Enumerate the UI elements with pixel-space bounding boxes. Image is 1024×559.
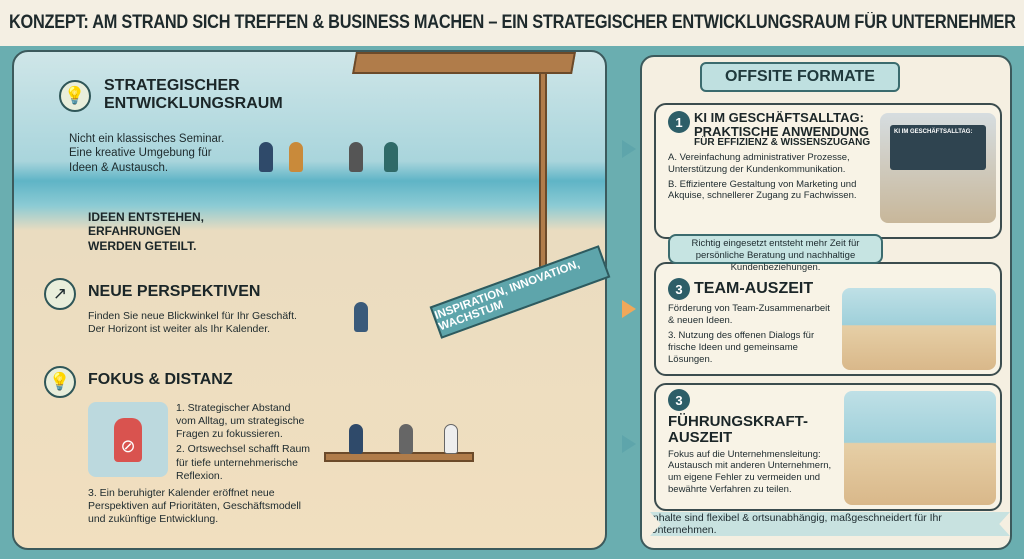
text-line: Eine kreative Umgebung für — [69, 147, 212, 160]
person-illustration — [259, 142, 273, 172]
format-card-leadership: 3 FÜHRUNGSKRAFT- AUSZEIT Fokus auf die U… — [654, 383, 1002, 511]
card-list-item: Förderung von Team-Zusammenarbeit & neue… — [668, 303, 830, 326]
card-title-line2: AUSZEIT — [668, 428, 733, 446]
card-title-block: FÜHRUNGSKRAFT- AUSZEIT — [668, 414, 836, 446]
format-card-ai: 1 KI IM GESCHÄFTSALLTAG: PRAKTISCHE ANWE… — [654, 103, 1002, 239]
person-illustration — [444, 424, 458, 454]
card-text-column: 1 KI IM GESCHÄFTSALLTAG: PRAKTISCHE ANWE… — [668, 111, 873, 202]
card-list-item: A. Vereinfachung administrativer Prozess… — [668, 151, 850, 175]
card-text-column: 3 TEAM-AUSZEIT Förderung von Team-Zusamm… — [668, 278, 833, 365]
card-text-column: 3 FÜHRUNGSKRAFT- AUSZEIT Fokus auf die U… — [668, 389, 836, 496]
arrow-to-card-3 — [622, 435, 636, 453]
lightbulb-icon: 💡 — [44, 366, 76, 398]
card-title-line1: FÜHRUNGSKRAFT- — [668, 413, 808, 430]
card-list-item: B. Effizientere Gestaltung von Marketing… — [668, 178, 857, 202]
offsite-formats-panel: 1 KI IM GESCHÄFTSALLTAG: PRAKTISCHE ANWE… — [640, 55, 1012, 550]
format-card-team: 3 TEAM-AUSZEIT Förderung von Team-Zusamm… — [654, 262, 1002, 376]
no-entry-icon: ⊘ — [114, 417, 142, 462]
card-title-line2: PRAKTISCHE ANWENDUNG — [694, 123, 870, 139]
person-illustration — [399, 424, 413, 454]
section-text: Nicht ein klassisches Seminar. Eine krea… — [69, 132, 224, 175]
beach-hut-post-illustration — [539, 72, 547, 272]
section-heading-line2: ENTWICKLUNGSRAUM — [104, 95, 283, 112]
text-line: Ideen & Austausch. — [69, 161, 169, 174]
person-illustration — [384, 142, 398, 172]
offsite-formats-header: OFFSITE FORMATE — [700, 62, 900, 92]
card-title-row: 3 TEAM-AUSZEIT — [668, 278, 833, 300]
section-heading: NEUE PERSPEKTIVEN — [88, 283, 261, 300]
focus-list-item: 3. Ein beruhigter Kalender eröffnet neue… — [88, 486, 302, 525]
focus-list: ⊘ 1. Strategischer Abstand vom Alltag, u… — [88, 402, 313, 528]
card-title-line1: KI IM GESCHÄFTSALLTAG: — [694, 110, 864, 125]
leadership-meeting-illustration — [844, 391, 996, 505]
card-number-badge: 3 — [668, 389, 690, 411]
highlight-text: IDEEN ENTSTEHEN, ERFAHRUNGEN WERDEN GETE… — [88, 210, 204, 253]
team-workshop-illustration — [842, 288, 996, 370]
card-title: TEAM-AUSZEIT — [694, 279, 814, 297]
card-number-badge: 1 — [668, 111, 690, 133]
person-illustration — [289, 142, 303, 172]
ai-meeting-illustration: KI IM GESCHÄFTSALLTAG: — [880, 113, 996, 223]
growth-arrow-icon: ↗ — [44, 278, 76, 310]
section-heading-line1: STRATEGISCHER — [104, 77, 240, 94]
callout-bubble: Richtig eingesetzt entsteht mehr Zeit fü… — [668, 234, 883, 273]
section-text: Finden Sie neue Blickwinkel für Ihr Gesc… — [88, 310, 297, 336]
text-line: Der Horizont ist weiter als Ihr Kalender… — [88, 323, 271, 336]
text-line: Finden Sie neue Blickwinkel für Ihr Gesc… — [88, 310, 297, 322]
text-line: IDEEN ENTSTEHEN, — [88, 210, 205, 224]
lightbulb-icon: 💡 — [59, 80, 91, 112]
card-title-block: KI IM GESCHÄFTSALLTAG: PRAKTISCHE ANWEND… — [694, 111, 870, 149]
footer-banner: Inhalte sind flexibel & ortsunabhängig, … — [650, 512, 1010, 536]
arrow-to-card-2 — [622, 300, 636, 318]
text-line: WERDEN GETEILT. — [88, 238, 197, 253]
screen-label: KI IM GESCHÄFTSALLTAG: — [894, 129, 973, 135]
page-title: KONZEPT: AM STRAND SICH TREFFEN & BUSINE… — [8, 12, 1016, 33]
text-line: Nicht ein klassisches Seminar. — [69, 133, 225, 145]
text-line: ERFAHRUNGEN — [88, 224, 181, 239]
title-bar: KONZEPT: AM STRAND SICH TREFFEN & BUSINE… — [0, 0, 1024, 46]
card-text: Fokus auf die Unternehmensleitung: Austa… — [668, 448, 832, 496]
person-illustration — [354, 302, 368, 332]
focus-list-item: 2. Ortswechsel schafft Raum für tiefe un… — [176, 443, 311, 482]
card-subtitle: FÜR EFFIZIENZ & WISSENSZUGANG — [694, 137, 871, 149]
card-list-item: 3. Nutzung des offenen Dialogs für frisc… — [668, 329, 815, 365]
arrow-to-card-1 — [622, 140, 636, 158]
beach-hut-roof-illustration — [352, 52, 576, 74]
do-not-disturb-sign-illustration: ⊘ — [88, 402, 168, 477]
presentation-screen: KI IM GESCHÄFTSALLTAG: — [890, 125, 986, 170]
section-heading: FOKUS & DISTANZ — [88, 371, 233, 388]
card-number-badge: 3 — [668, 278, 690, 300]
person-illustration — [349, 142, 363, 172]
card-title-row: 1 KI IM GESCHÄFTSALLTAG: PRAKTISCHE ANWE… — [668, 111, 873, 149]
person-illustration — [349, 424, 363, 454]
focus-list-item: 1. Strategischer Abstand vom Alltag, um … — [176, 402, 305, 441]
